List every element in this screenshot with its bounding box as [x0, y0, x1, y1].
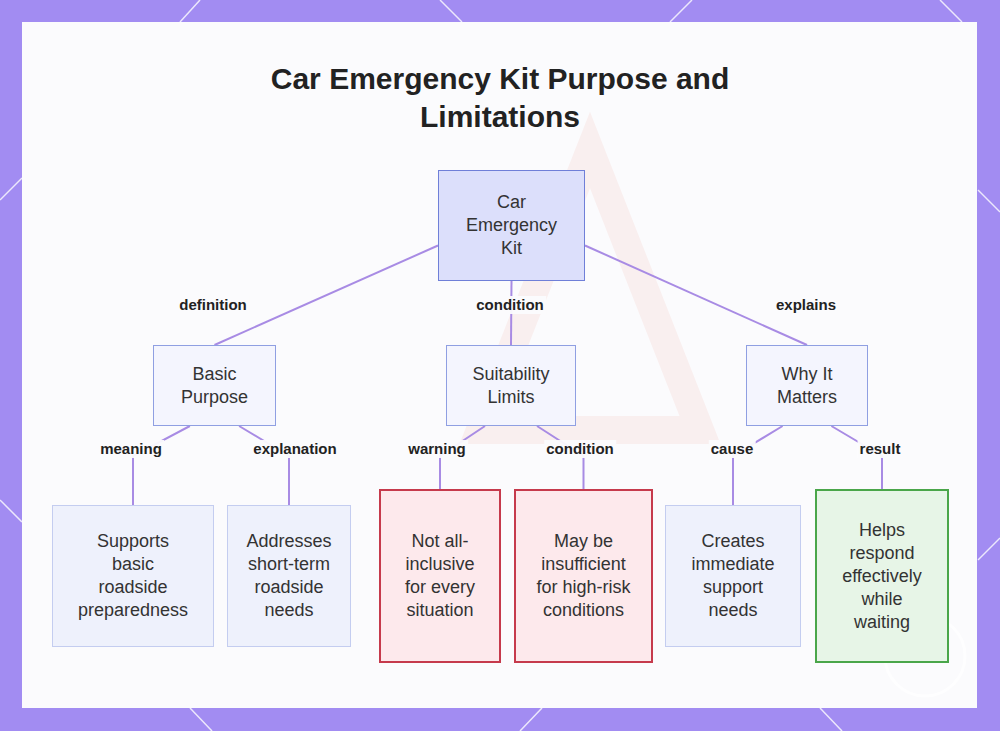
detail-box: Helps respond effectively while waiting [815, 489, 949, 663]
node-label: Not all-inclusive for every situation [395, 530, 485, 622]
edge-label: explains [774, 296, 838, 314]
category-box: Why It Matters [746, 345, 868, 426]
edge-label: explanation [251, 440, 338, 458]
edge-label: result [858, 440, 903, 458]
detail-box: May be insufficient for high-risk condit… [514, 489, 653, 663]
edge-label: definition [177, 296, 249, 314]
node-label: Why It Matters [761, 363, 853, 409]
connector-line [133, 426, 190, 505]
edge-label: cause [709, 440, 756, 458]
category-box: Suitability Limits [446, 345, 576, 426]
category-box: Basic Purpose [153, 345, 276, 426]
edge-label: meaning [98, 440, 164, 458]
node-label: Helps respond effectively while waiting [835, 519, 929, 634]
node-label: Addresses short-term roadside needs [244, 530, 334, 622]
detail-box: Not all-inclusive for every situation [379, 489, 501, 663]
node-label: Car Emergency Kit [463, 191, 560, 260]
node-label: Suitability Limits [461, 363, 561, 409]
connector-line [239, 426, 289, 505]
node-label: Creates immediate support needs [682, 530, 784, 622]
node-label: Basic Purpose [168, 363, 261, 409]
detail-box: Supports basic roadside preparedness [52, 505, 214, 647]
edge-label: condition [544, 440, 616, 458]
root-box: Car Emergency Kit [438, 170, 585, 281]
connector-line [733, 426, 783, 505]
node-label: May be insufficient for high-risk condit… [530, 530, 637, 622]
edge-label: condition [474, 296, 546, 314]
node-label: Supports basic roadside preparedness [75, 530, 191, 622]
detail-box: Creates immediate support needs [665, 505, 801, 647]
edge-label: warning [406, 440, 468, 458]
diagram-title: Car Emergency Kit Purpose and Limitation… [200, 60, 800, 136]
detail-box: Addresses short-term roadside needs [227, 505, 351, 647]
